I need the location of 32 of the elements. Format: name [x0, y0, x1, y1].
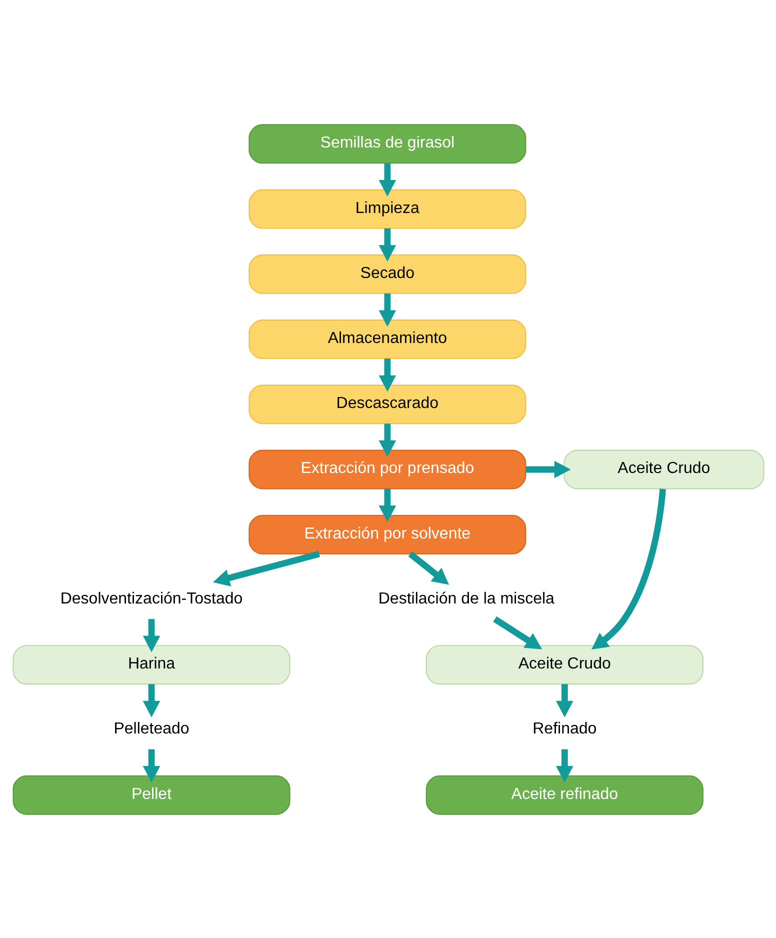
node-text: Destilación de la miscela [378, 590, 554, 607]
arrow [525, 460, 570, 478]
arrow [408, 550, 448, 584]
arrow [378, 488, 396, 522]
node-box: Semillas de girasol [248, 124, 526, 164]
node-box: Extracción por prensado [248, 449, 526, 489]
arrow [142, 684, 160, 717]
arrow [492, 616, 542, 649]
arrow [555, 684, 573, 717]
node-text: Refinado [532, 720, 596, 738]
arrow [142, 618, 160, 652]
node-box: Harina [12, 644, 290, 684]
node-text: Desolventización-Tostado [60, 590, 242, 607]
arrow [378, 162, 396, 196]
node-box: Almacenamiento [248, 319, 526, 359]
arrow [378, 423, 396, 456]
arrow [378, 292, 396, 326]
arrow [555, 748, 573, 782]
node-text: Pelleteado [113, 720, 189, 738]
node-box: Aceite Crudo [425, 644, 703, 684]
arrow [212, 550, 320, 586]
node-box: Descascarado [248, 384, 526, 424]
node-box: Extracción por solvente [248, 514, 526, 554]
arrow [590, 488, 666, 650]
node-box: Aceite Crudo [563, 449, 764, 489]
node-box: Limpieza [248, 188, 526, 228]
node-box: Aceite refinado [425, 774, 703, 814]
arrow [378, 228, 396, 262]
arrow [142, 748, 160, 782]
node-box: Pellet [12, 774, 290, 814]
arrow [378, 358, 396, 392]
node-box: Secado [248, 254, 526, 294]
